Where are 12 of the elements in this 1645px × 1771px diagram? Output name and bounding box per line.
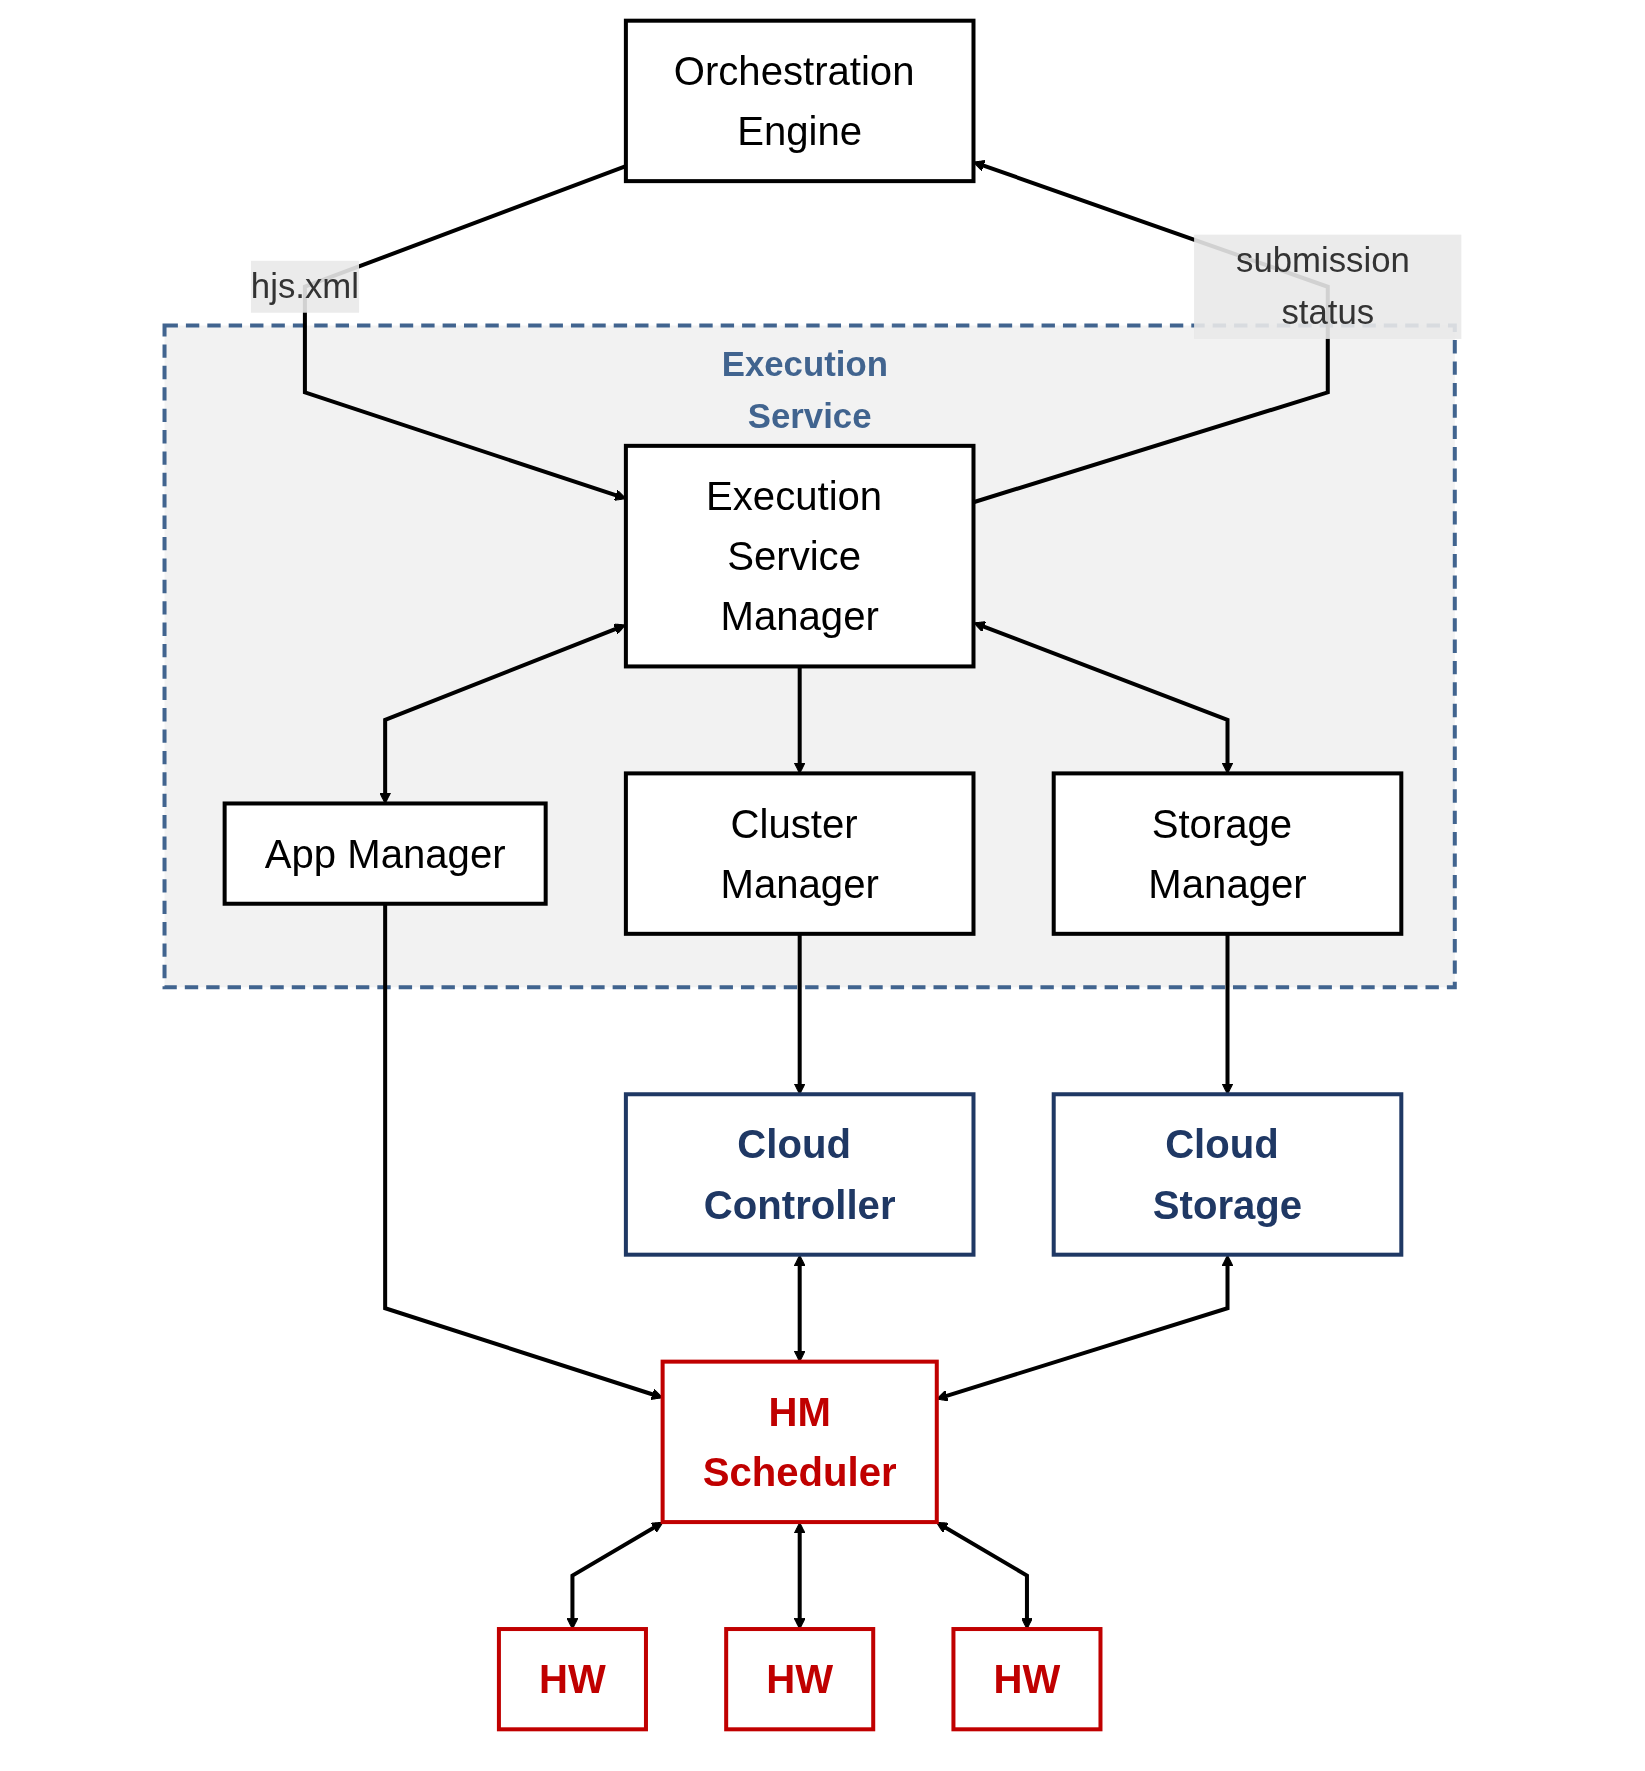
node-box: Cluster Manager <box>623 771 975 936</box>
node-box: HW <box>950 1627 1102 1732</box>
node-box: HM Scheduler <box>660 1359 939 1525</box>
node-box: Cloud Storage <box>1051 1092 1403 1257</box>
node-box: HW <box>723 1627 875 1732</box>
node-box: Cloud Controller <box>623 1092 975 1257</box>
node-box: App Manager <box>222 801 548 906</box>
node-box: Execution Service Manager <box>623 443 975 669</box>
node-box: HW <box>496 1627 648 1732</box>
node-box: Orchestration Engine <box>623 18 975 184</box>
node-box: Storage Manager <box>1051 771 1403 936</box>
edge-label: hjs.xml <box>250 266 359 307</box>
